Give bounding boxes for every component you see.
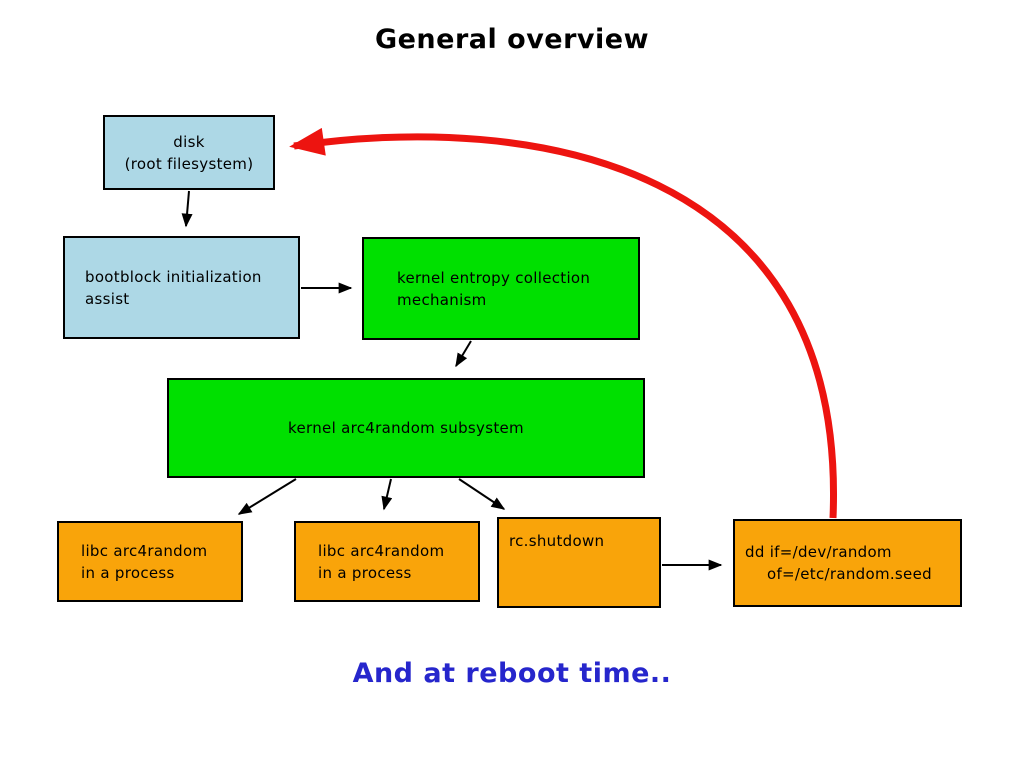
node-label-line: disk: [173, 132, 205, 151]
node-label-line: (root filesystem): [124, 154, 254, 173]
edge-disk-to-bootblock: [181, 190, 193, 228]
node-kernel-entropy-collection: kernel entropy collection mechanism: [362, 237, 640, 340]
page-title: General overview: [374, 24, 650, 55]
node-label-line: bootblock initialization: [85, 267, 262, 286]
edge-arc4-to-libc1: [237, 478, 297, 515]
node-dd-random-seed: dd if=/dev/random of=/etc/random.seed: [733, 519, 962, 607]
node-label-line: rc.shutdown: [509, 532, 605, 550]
reboot-caption: And at reboot time..: [352, 658, 672, 689]
node-label-line: kernel arc4random subsystem: [288, 419, 524, 437]
node-disk: disk (root filesystem): [103, 115, 275, 190]
node-libc-arc4random-2: libc arc4random in a process: [294, 521, 480, 602]
node-label-line: in a process: [318, 563, 412, 582]
node-bootblock-initialization: bootblock initialization assist: [63, 236, 300, 339]
edge-arc4-to-libc2: [381, 478, 393, 511]
node-label-line: mechanism: [397, 290, 487, 309]
node-label-line: libc arc4random: [318, 541, 445, 560]
node-kernel-arc4random-subsystem: kernel arc4random subsystem: [167, 378, 645, 478]
edge-arc4-to-rcshutdown: [458, 478, 506, 510]
edge-entropy-to-arc4: [455, 340, 472, 368]
node-label-line: dd if=/dev/random: [745, 543, 892, 561]
node-label-line: of=/etc/random.seed: [767, 565, 932, 583]
node-label-line: in a process: [81, 563, 175, 582]
node-label-line: libc arc4random: [81, 541, 208, 560]
node-label-line: assist: [85, 289, 130, 308]
node-rc-shutdown: rc.shutdown: [497, 517, 661, 608]
node-label-line: kernel entropy collection: [397, 268, 591, 287]
node-libc-arc4random-1: libc arc4random in a process: [57, 521, 243, 602]
